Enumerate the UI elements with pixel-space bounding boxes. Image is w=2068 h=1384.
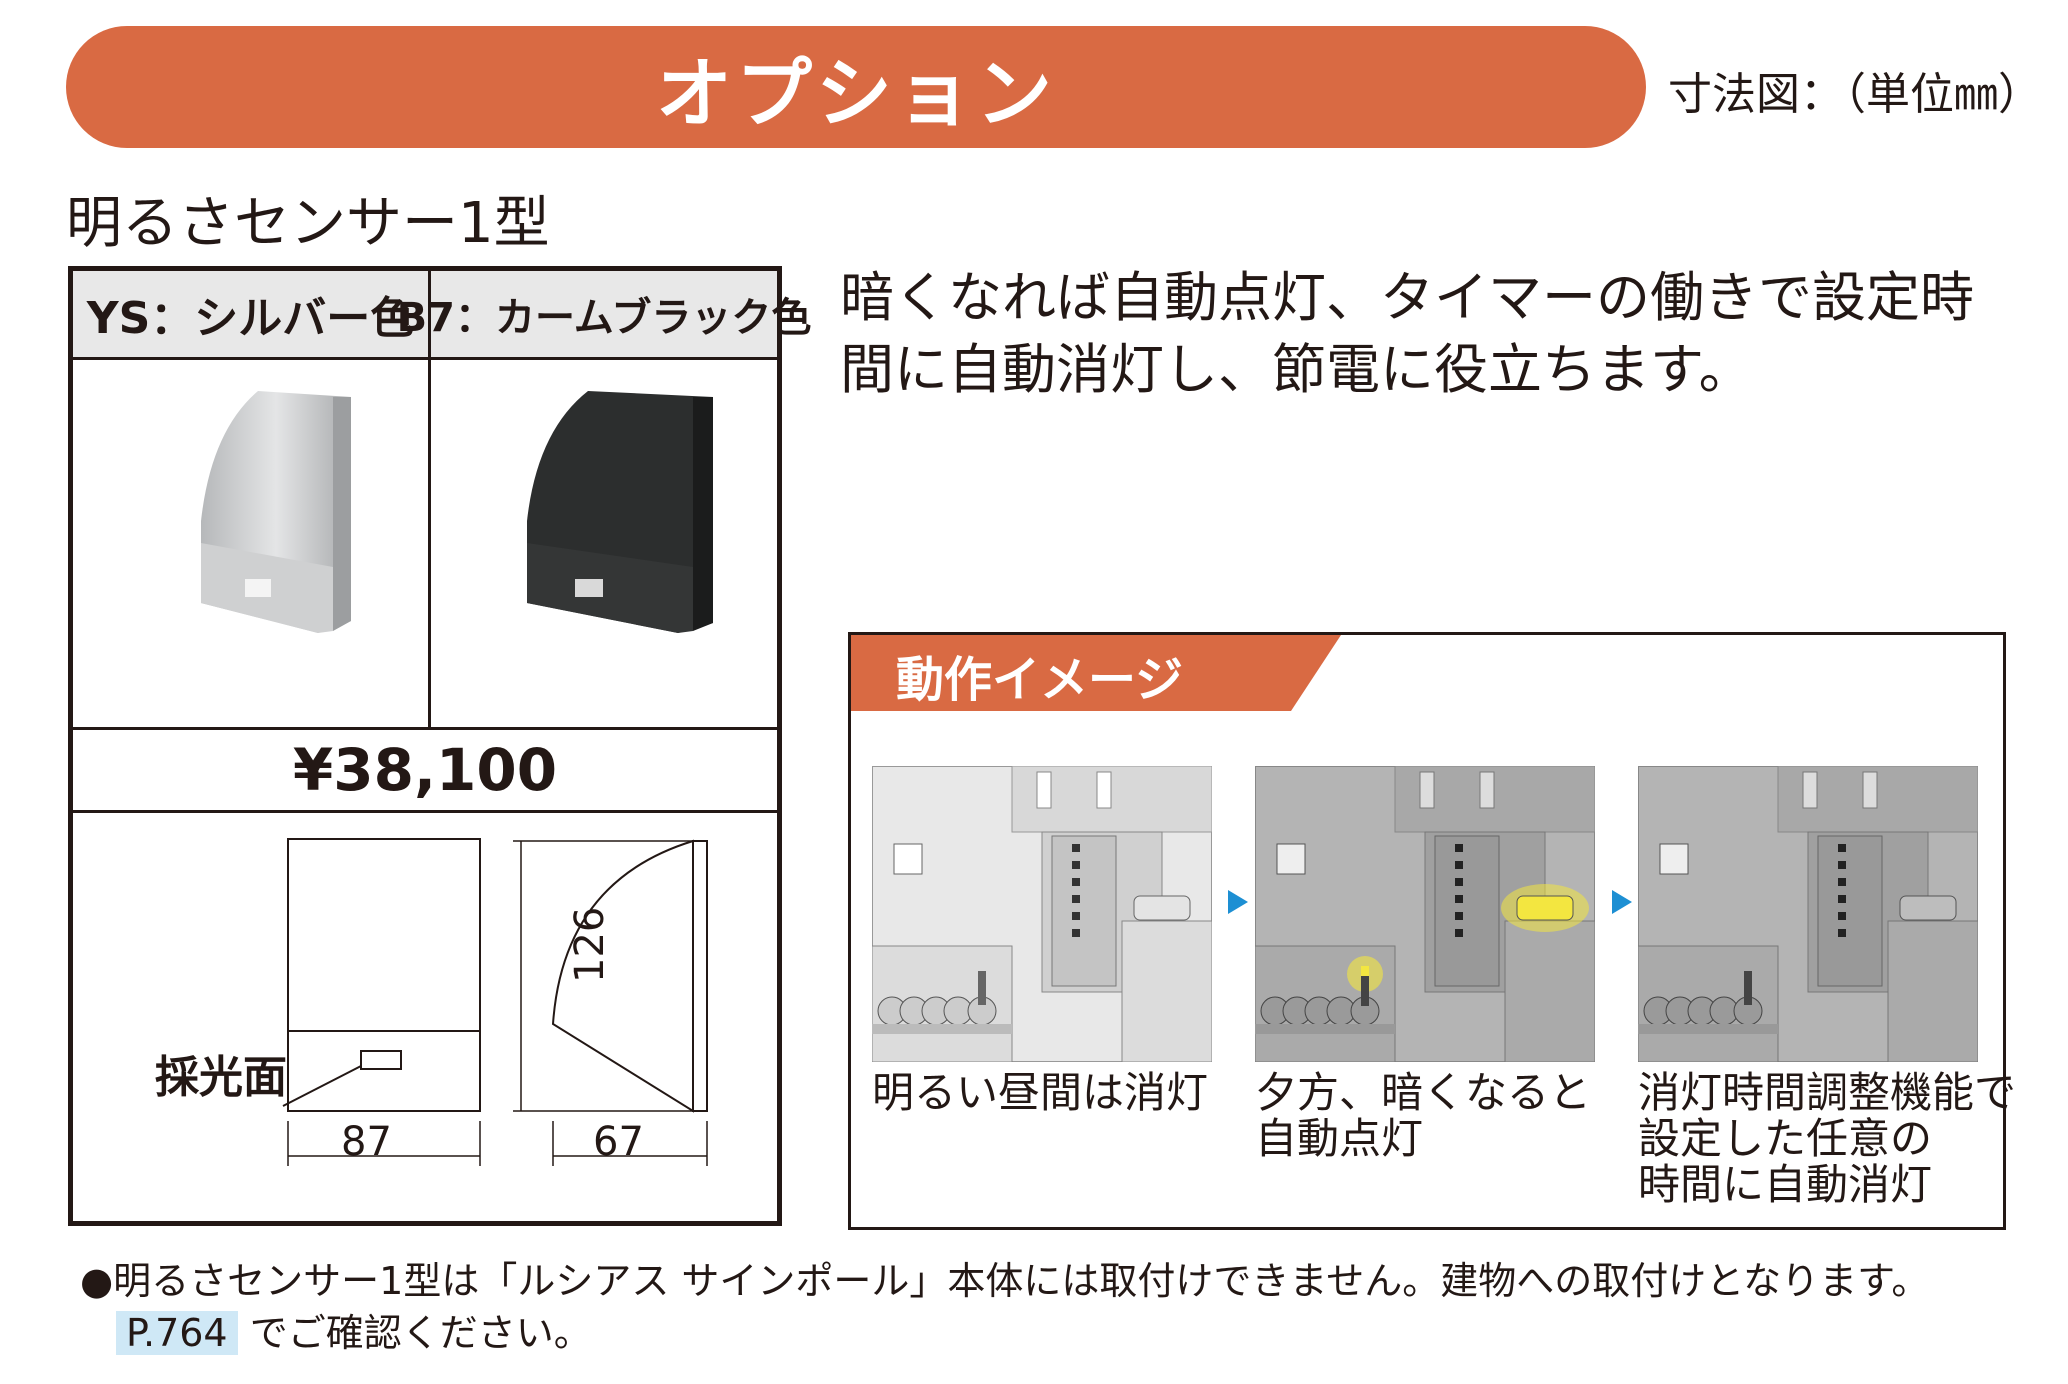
- scene-daytime: [872, 766, 1212, 1062]
- dimension-drawing: [282, 838, 708, 1166]
- footnote-suffix: でご確認ください。: [249, 1311, 592, 1355]
- arrow-icon: [1228, 890, 1248, 914]
- variant-label-black: B7：カームブラック色: [396, 295, 812, 341]
- product-image-silver: [201, 391, 351, 633]
- step-caption-2: 夕方、暗くなると 自動点灯: [1255, 1068, 1592, 1163]
- variant-header-row: [73, 271, 777, 360]
- header-banner: [66, 26, 1646, 148]
- operation-title-banner: [851, 635, 1341, 711]
- dimension-unit-note: 寸法図：（単位㎜）: [1668, 69, 2042, 120]
- product-table: YS：シルバー色 B7：カームブラック色 ¥38,100: [68, 266, 812, 1226]
- operation-title: 動作イメージ: [896, 652, 1184, 708]
- height-value: 126: [567, 906, 613, 983]
- scene-dusk: [1255, 766, 1595, 1062]
- page-reference-link[interactable]: P.764: [116, 1311, 238, 1355]
- depth-value: 67: [593, 1119, 644, 1165]
- variant-label-silver: YS：シルバー色: [86, 293, 415, 344]
- description-line: 間に自動消灯し、節電に役立ちます。: [840, 338, 1753, 401]
- step-caption-3: 消灯時間調整機能で 設定した任意の 時間に自動消灯: [1638, 1068, 2017, 1209]
- product-image-black: [527, 391, 713, 633]
- description-line: 暗くなれば自動点灯、タイマーの働きで設定時: [840, 266, 1974, 329]
- operation-image-panel: [848, 632, 2006, 1230]
- scene-auto-off: [1638, 766, 1978, 1062]
- width-value: 87: [341, 1119, 392, 1165]
- page-title: オプション: [656, 49, 1056, 138]
- price: ¥38,100: [73, 727, 777, 813]
- product-name: 明るさセンサー1型: [66, 191, 550, 256]
- footnote: ●明るさセンサー1型は「ルシアス サインポール」本体には取付けできません。建物へ…: [80, 1259, 1930, 1303]
- step-caption-1: 明るい昼間は消灯: [872, 1068, 1209, 1117]
- arrow-icon: [1612, 890, 1632, 914]
- product-description: 暗くなれば自動点灯、タイマーの働きで設定時 間に自動消灯し、節電に役立ちます。: [840, 262, 2020, 406]
- sensor-face-label: 採光面: [155, 1052, 287, 1103]
- footnote-line-2: P.764 でご確認ください。: [116, 1302, 592, 1357]
